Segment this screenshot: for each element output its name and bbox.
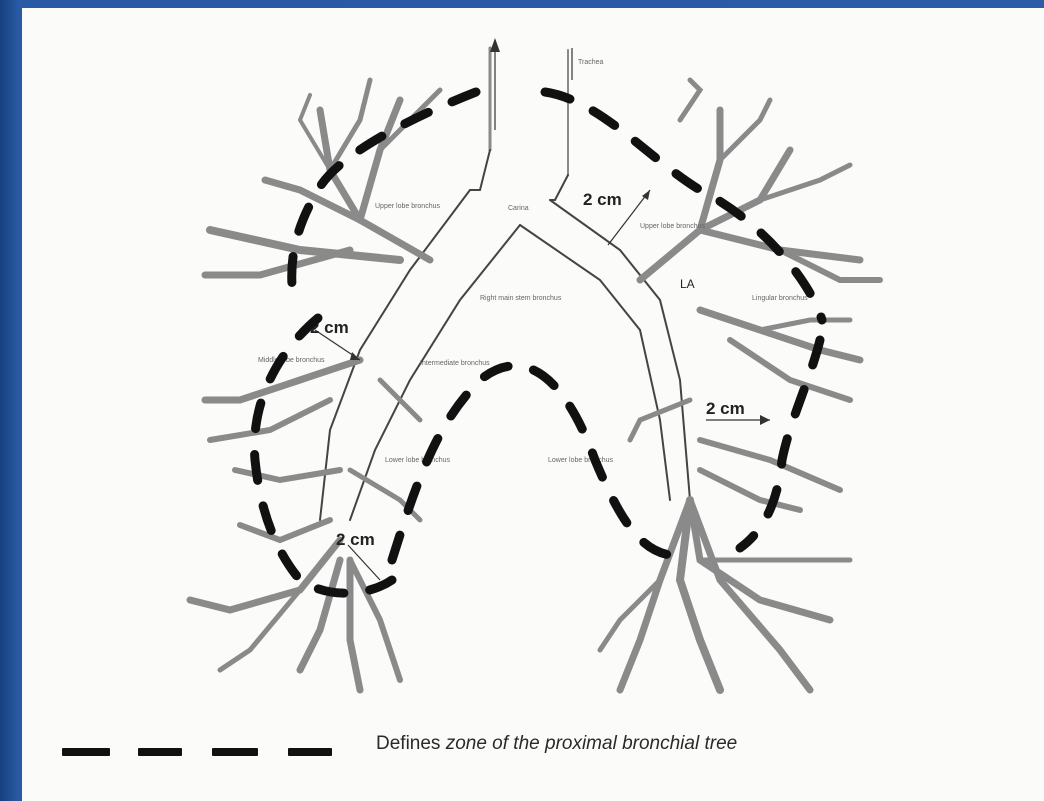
label-right-lower: Lower lobe bronchus: [385, 457, 450, 464]
label-carina: Carina: [508, 205, 529, 212]
measurement-2cm-right: 2 cm: [706, 399, 745, 418]
legend-dash-sample: [62, 744, 362, 760]
legend-prefix: Defines: [376, 733, 446, 754]
legend-dash-2: [138, 748, 182, 756]
legend-text: Defines zone of the proximal bronchial t…: [376, 733, 737, 755]
label-right-main: Right main stem bronchus: [480, 295, 562, 302]
label-intermediate: Intermediate bronchus: [420, 360, 490, 367]
label-left-lower: Lower lobe bronchus: [548, 457, 613, 464]
label-middle-lobe: Middle lobe bronchus: [258, 357, 325, 364]
label-lingular: Lingular bronchus: [752, 295, 808, 302]
label-la: LA: [680, 277, 695, 291]
legend-dash-4: [288, 748, 332, 756]
arrowhead-icon: [760, 415, 770, 425]
label-trachea: Trachea: [578, 59, 604, 66]
measurement-2cm-top: 2 cm: [583, 190, 622, 209]
legend-dash-1: [62, 748, 110, 756]
measurement-2cm-bottom: 2 cm: [336, 530, 375, 549]
label-left-upper-lobe: Upper lobe bronchus: [640, 223, 705, 230]
legend-italic: zone of the proximal bronchial tree: [446, 733, 738, 754]
legend-dash-3: [212, 748, 258, 756]
label-right-upper-lobe: Upper lobe bronchus: [375, 203, 440, 210]
arrow-up-icon: [490, 38, 500, 52]
